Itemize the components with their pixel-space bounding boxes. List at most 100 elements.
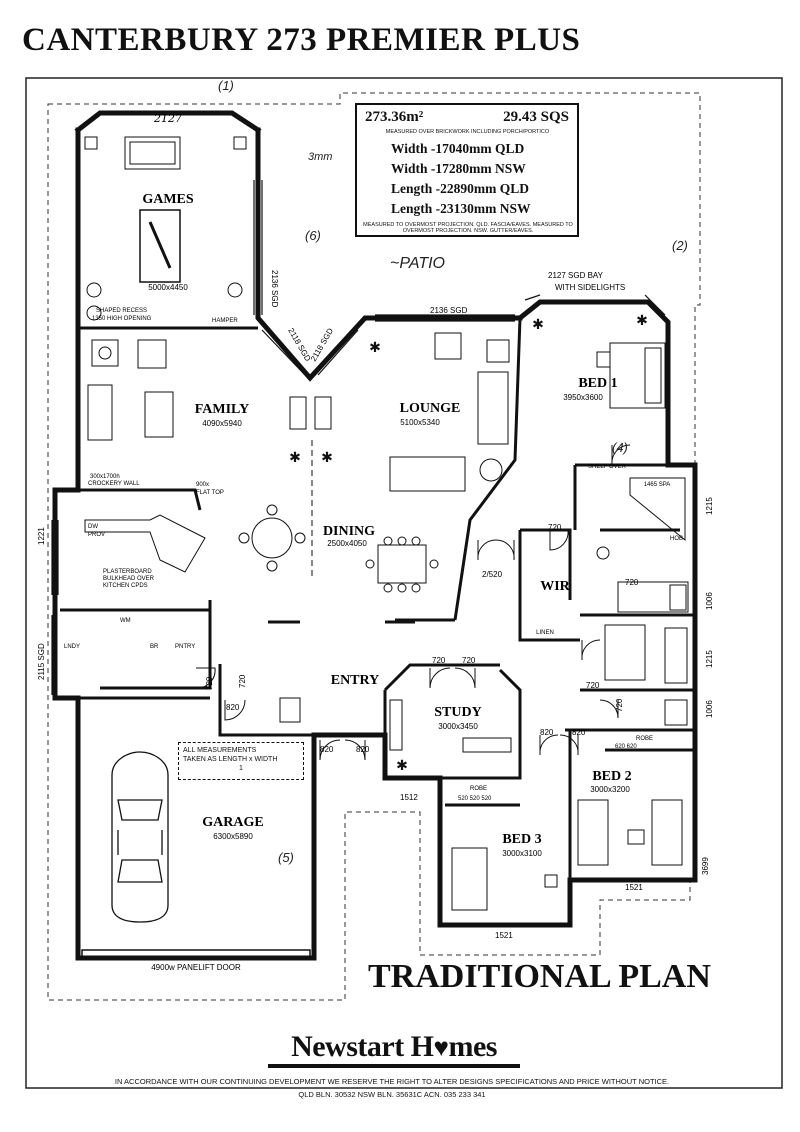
- internal-walls: [60, 317, 695, 880]
- bed2-dim: 3000x3200: [590, 785, 630, 794]
- roof-outline: [47, 92, 701, 1001]
- hand-note-1: (1): [218, 78, 234, 93]
- brand-logo: Newstart H♥mes: [268, 1030, 520, 1068]
- plant-icons: ✱ ✱ ✱ ✱ ✱ ✱: [289, 312, 648, 773]
- door-720-e: 720: [548, 523, 562, 532]
- bed1-dim: 3950x3600: [563, 393, 603, 402]
- br-label: BR: [150, 644, 159, 650]
- games-sgd-dim: 2136 SGD: [270, 270, 279, 308]
- bay-label-2: WITH SIDELIGHTS: [555, 283, 625, 292]
- svg-text:✱: ✱: [532, 316, 544, 332]
- study-dim: 3000x3450: [438, 722, 478, 731]
- window-1006-a: 1006: [705, 592, 714, 610]
- measurement-note-line3: 1: [239, 765, 243, 772]
- games-top-dim: 2127: [153, 112, 182, 125]
- door-820-c: 820: [356, 745, 370, 754]
- wm-label: WM: [120, 618, 131, 624]
- bed2-label: BED 2: [592, 769, 631, 784]
- window-1221: 1221: [37, 527, 46, 545]
- room-labels: GAMES 5000x4450 FAMILY 4090x5940 LOUNGE …: [142, 192, 670, 858]
- bay-label: 2127 SGD BAY: [548, 271, 604, 280]
- flat-note-2: FLAT TOP: [196, 490, 224, 496]
- hob-label: HOB: [670, 536, 683, 542]
- hand-note-2: (2): [672, 238, 688, 253]
- window-1215-b: 1215: [705, 650, 714, 668]
- sgd-2136: 2136 SGD: [430, 306, 468, 315]
- door-720-b: 720: [238, 674, 247, 688]
- window-3699: 3699: [701, 857, 710, 875]
- plaster-note-1: PLASTERBOARD: [103, 569, 152, 575]
- pntry-label: PNTRY: [175, 644, 195, 650]
- width-qld: Width -17040mm QLD: [391, 141, 525, 156]
- window-1521-b: 1521: [625, 883, 643, 892]
- car-icon: [111, 751, 169, 923]
- furniture: [84, 136, 689, 911]
- door-720-d: 720: [462, 656, 476, 665]
- door-720-a: 720: [205, 676, 214, 690]
- shelf-label: SHELF OVER: [588, 464, 627, 470]
- hand-note-5: (5): [278, 850, 294, 865]
- length-nsw: Length -23130mm NSW: [391, 201, 531, 216]
- door-720-h: 720: [615, 698, 624, 712]
- brand-text-2: mes: [448, 1030, 497, 1063]
- window-1521-a: 1521: [495, 931, 513, 940]
- squares-value: 29.43 SQS: [503, 109, 569, 125]
- door-820-d: 820: [540, 728, 554, 737]
- page-border: [25, 77, 783, 1089]
- games-note-1: SHAPED RECESS: [96, 308, 147, 314]
- hand-note-4: (4): [612, 440, 628, 455]
- entry-label: ENTRY: [331, 673, 380, 688]
- robe-dims-1: 520 520 520: [458, 796, 492, 802]
- width-nsw: Width -17280mm NSW: [391, 161, 526, 176]
- svg-text:✱: ✱: [396, 757, 408, 773]
- dimension-labels: 2127 2136 SGD 2118 SGD 2118 SGD 2136 SGD…: [37, 112, 714, 972]
- footer-disclaimer: IN ACCORDANCE WITH OUR CONTINUING DEVELO…: [114, 1077, 670, 1086]
- svg-text:✱: ✱: [321, 449, 333, 465]
- kitchen-note-1: 300x1700h: [90, 474, 120, 480]
- robe-dims-2: 620 620: [615, 744, 637, 750]
- measurement-note: ALL MEASUREMENTS TAKEN AS LENGTH x WIDTH…: [178, 742, 304, 780]
- hand-note-6: (6): [305, 228, 321, 243]
- svg-text:✱: ✱: [369, 339, 381, 355]
- lndy-label: LNDY: [64, 644, 80, 650]
- door-2520: 2/520: [482, 570, 503, 579]
- door-820-b: 820: [320, 745, 334, 754]
- info-note-bottom: MEASURED TO OVERMOST PROJECTION. QLD. FA…: [363, 222, 573, 234]
- door-swings: [195, 444, 631, 761]
- wir-label: WIR: [540, 579, 570, 594]
- door-720-f: 720: [625, 578, 639, 587]
- kitchen-note-2: CROCKERY WALL: [88, 481, 140, 487]
- garage-door: [81, 949, 311, 959]
- plan-subtitle: TRADITIONAL PLAN: [368, 958, 711, 995]
- window-1215-a: 1215: [705, 497, 714, 515]
- door-720-c: 720: [432, 656, 446, 665]
- window-1512: 1512: [400, 793, 418, 802]
- games-label: GAMES: [142, 192, 194, 207]
- window-1006-b: 1006: [705, 700, 714, 718]
- games-note-2: 1350 HIGH OPENING: [92, 316, 152, 322]
- length-qld: Length -22890mm QLD: [391, 181, 529, 196]
- bed3-label: BED 3: [502, 832, 541, 847]
- plaster-note-2: BULKHEAD OVER: [103, 576, 155, 582]
- heart-icon: ♥: [433, 1033, 449, 1062]
- measurement-note-line1: ALL MEASUREMENTS: [183, 747, 257, 754]
- garage-label: GARAGE: [202, 815, 263, 830]
- linen-label: LINEN: [536, 630, 554, 636]
- family-dim: 4090x5940: [202, 419, 242, 428]
- study-label: STUDY: [434, 705, 481, 720]
- pool-table: [139, 209, 181, 283]
- plaster-note-3: KITCHEN CPDS: [103, 583, 148, 589]
- area-value: 273.36m²: [365, 109, 424, 125]
- sliding-doors: [51, 180, 666, 695]
- handwritten-notes: ~PATIO (1) (6) (2) (4) (5) 3mm: [218, 78, 688, 865]
- svg-text:✱: ✱: [289, 449, 301, 465]
- measurement-note-line2: TAKEN AS LENGTH x WIDTH: [183, 756, 278, 763]
- bed3-dim: 3000x3100: [502, 849, 542, 858]
- window-2115: 2115 SGD: [37, 643, 46, 680]
- bed1-label: BED 1: [578, 376, 617, 391]
- hand-note-3mm: 3mm: [308, 151, 332, 163]
- lounge-dim: 5100x5340: [400, 418, 440, 427]
- garage-dim: 6300x5890: [213, 832, 253, 841]
- door-820-e: 820: [572, 728, 586, 737]
